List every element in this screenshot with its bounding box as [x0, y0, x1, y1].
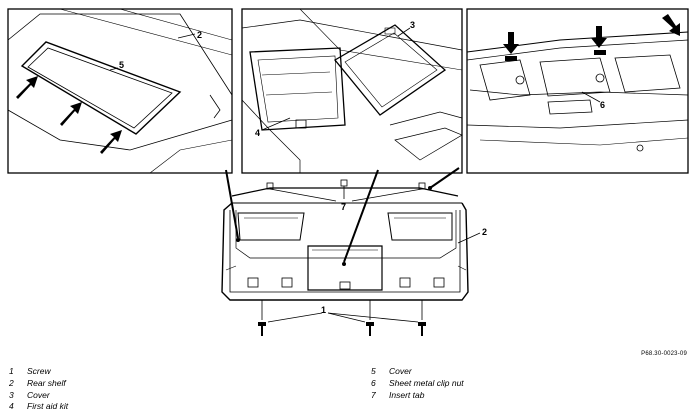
rear-shelf-outline	[221, 179, 469, 301]
screw-icon	[258, 322, 266, 336]
rear-shelf-diagram: 2 5 3 4	[7, 8, 689, 336]
legend-number: 7	[371, 389, 376, 400]
legend-number: 4	[9, 401, 14, 412]
callout-2-detail: 2	[197, 30, 202, 40]
legend-number: 1	[9, 366, 14, 376]
cover-3-outline	[334, 24, 447, 116]
legend-item: 1 Screw	[9, 366, 68, 378]
screw-leaders	[261, 300, 423, 323]
arrow-icon	[591, 26, 607, 48]
legend-item: 3 Cover	[9, 390, 68, 402]
legend-label: Screw	[27, 366, 51, 376]
insert-tab-leaders	[269, 186, 423, 202]
cover-5-outline	[20, 41, 182, 135]
callout-1: 1	[321, 305, 326, 315]
callout-4: 4	[255, 128, 260, 138]
legend-item: 7 Insert tab	[371, 390, 464, 402]
legend-label: Rear shelf	[27, 377, 66, 388]
legend-left: 1 Screw 2 Rear shelf 3 Cover 4 First aid kit	[9, 366, 68, 413]
arrow-icon	[503, 32, 519, 54]
arrow-icon	[60, 102, 82, 126]
legend-item: 5 Cover	[371, 366, 464, 378]
callout-3: 3	[410, 20, 415, 30]
legend-right: 5 Cover 6 Sheet metal clip nut 7 Insert tab	[371, 366, 464, 401]
legend-item: 4 First aid kit	[9, 401, 68, 413]
legend-item: 2 Rear shelf	[9, 378, 68, 390]
first-aid-kit-outline	[249, 47, 346, 131]
screw-icon	[366, 322, 374, 336]
legend-number: 3	[9, 389, 14, 400]
detail-panel-left: 2 5	[7, 8, 233, 174]
figure-reference: P68.30-0023-09	[641, 351, 687, 357]
legend-number: 5	[371, 366, 376, 376]
legend-number: 2	[9, 377, 14, 388]
clip-nut-icon	[594, 50, 606, 55]
arrow-icon	[16, 76, 38, 99]
legend-item: 6 Sheet metal clip nut	[371, 378, 464, 390]
legend-label: Sheet metal clip nut	[389, 377, 464, 388]
detail-panel-right: 6	[466, 8, 689, 174]
clip-nut-icon	[505, 56, 517, 61]
detail-panel-middle: 3 4	[241, 8, 463, 174]
leader-lines	[225, 167, 460, 263]
callout-5: 5	[119, 60, 124, 70]
screw-icon	[418, 322, 426, 336]
callout-2-main: 2	[482, 227, 487, 237]
legend-label: Cover	[389, 366, 412, 376]
legend-label: Insert tab	[389, 389, 425, 400]
callout-6: 6	[600, 100, 605, 110]
callout-7: 7	[341, 202, 346, 212]
arrow-icon	[662, 14, 680, 36]
arrow-icon	[100, 130, 122, 154]
legend-label: Cover	[27, 389, 50, 400]
legend-number: 6	[371, 377, 376, 388]
legend-label: First aid kit	[27, 401, 69, 412]
